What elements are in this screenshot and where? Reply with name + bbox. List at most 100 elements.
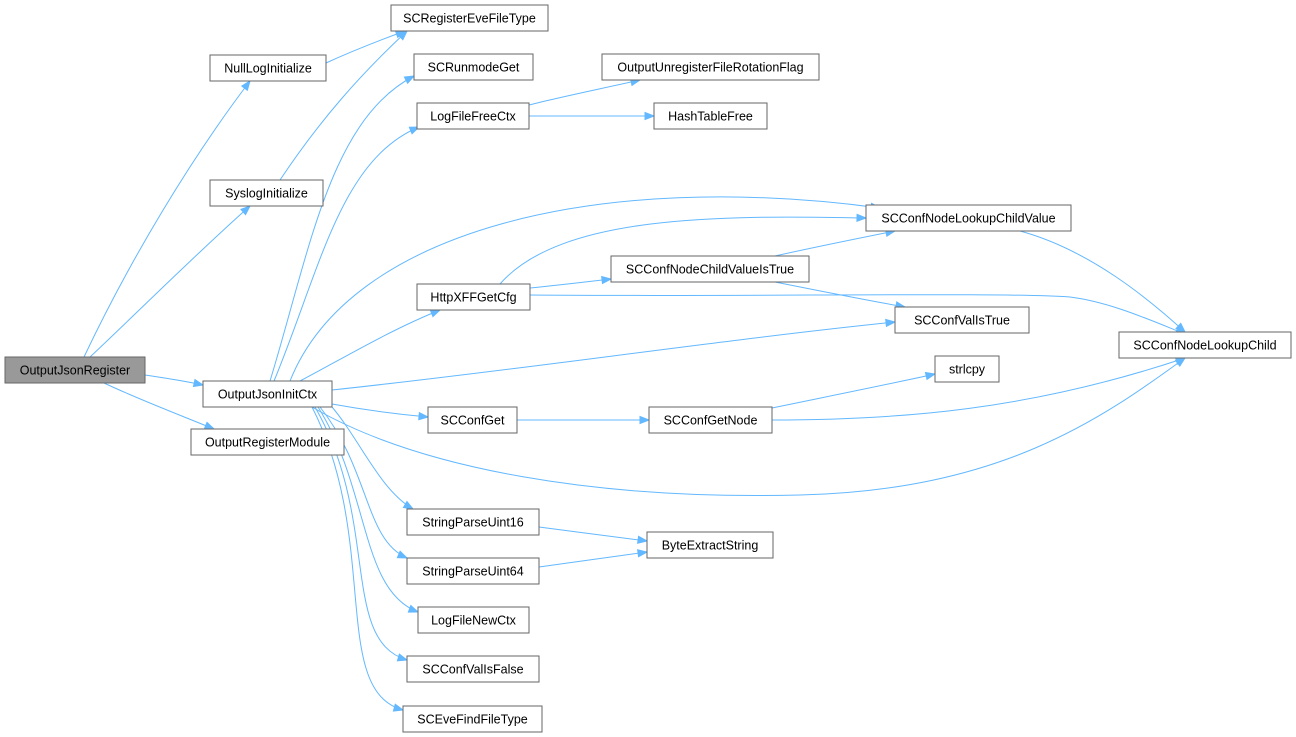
node-label: OutputJsonInitCtx — [218, 388, 318, 402]
edge-SCConfNodeChildValueIsTrue-to-SCConfNodeLookupChildValue — [774, 228, 897, 257]
node-OutputRegisterModule[interactable]: OutputRegisterModule — [190, 428, 345, 456]
node-LogFileNewCtx[interactable]: LogFileNewCtx — [417, 606, 530, 634]
node-label: OutputJsonRegister — [20, 364, 130, 378]
node-SCConfGet[interactable]: SCConfGet — [427, 406, 518, 434]
edge-line — [771, 373, 936, 409]
node-label: SCConfGetNode — [664, 414, 758, 428]
node-SCConfNodeLookupChild[interactable]: SCConfNodeLookupChild — [1118, 331, 1292, 359]
edge-line — [538, 526, 648, 542]
edge-arrowhead — [601, 275, 613, 285]
edge-line — [311, 357, 1186, 497]
node-box — [894, 306, 1030, 334]
node-strlcpy[interactable]: strlcpy — [934, 355, 1000, 383]
node-SCConfValIsTrue[interactable]: SCConfValIsTrue — [894, 306, 1030, 334]
node-OutputUnregisterFileRotationFlag[interactable]: OutputUnregisterFileRotationFlag — [601, 53, 820, 81]
node-SCRegisterEveFileType[interactable]: SCRegisterEveFileType — [390, 4, 549, 32]
edge-line — [331, 406, 414, 510]
edge-SCConfNodeLookupChildValue-to-SCConfNodeLookupChild — [1019, 230, 1187, 333]
edge-arrowhead — [644, 111, 656, 121]
edge-arrowhead — [396, 653, 409, 662]
edge-arrowhead — [637, 535, 649, 544]
node-label: SCConfNodeLookupChildValue — [881, 212, 1055, 226]
node-SyslogInitialize[interactable]: SyslogInitialize — [209, 179, 324, 207]
edge-line — [269, 75, 415, 382]
edge-line — [89, 205, 251, 358]
edge-HttpXFFGetCfg-to-SCConfNodeChildValueIsTrue — [529, 275, 613, 289]
edge-OutputJsonInitCtx-to-SCEveFindFileType — [311, 406, 405, 712]
node-box — [406, 655, 540, 683]
node-label: SCRegisterEveFileType — [403, 12, 536, 26]
nodes-layer: OutputJsonRegister NullLogInitializeSyslo… — [4, 4, 1292, 733]
node-HttpXFFGetCfg[interactable]: HttpXFFGetCfg — [416, 283, 531, 311]
node-SCConfNodeLookupChildValue[interactable]: SCConfNodeLookupChildValue — [865, 204, 1072, 232]
edge-OutputJsonRegister-to-OutputJsonInitCtx — [144, 374, 205, 388]
node-StringParseUint64[interactable]: StringParseUint64 — [406, 557, 540, 585]
node-SCConfValIsFalse[interactable]: SCConfValIsFalse — [406, 655, 540, 683]
edge-OutputJsonRegister-to-OutputRegisterModule — [103, 382, 216, 430]
edge-arrowhead — [637, 549, 649, 558]
edge-line — [311, 406, 404, 711]
edge-OutputJsonInitCtx-to-StringParseUint16 — [331, 406, 415, 510]
node-label: SCConfValIsFalse — [422, 663, 523, 677]
edge-NullLogInitialize-to-SCRegisterEveFileType — [325, 30, 407, 64]
node-box — [865, 204, 1072, 232]
edge-line — [499, 216, 867, 285]
node-label: SCConfValIsTrue — [914, 314, 1010, 328]
node-box — [413, 53, 534, 81]
edge-arrowhead — [402, 500, 415, 510]
node-NullLogInitialize[interactable]: NullLogInitialize — [209, 54, 327, 82]
edge-line — [289, 196, 881, 382]
edge-line — [771, 357, 1186, 421]
edge-HttpXFFGetCfg-to-SCConfNodeLookupChild — [529, 294, 1187, 335]
edge-OutputJsonInitCtx-to-SCConfGet — [331, 403, 430, 421]
node-box — [416, 102, 530, 130]
edge-arrowhead — [885, 318, 897, 328]
edge-SCConfGetNode-to-strlcpy — [771, 371, 937, 409]
edge-arrowhead — [240, 79, 251, 92]
edge-line — [331, 403, 429, 418]
node-SCRunmodeGet[interactable]: SCRunmodeGet — [413, 53, 534, 81]
edge-HttpXFFGetCfg-to-SCConfNodeLookupChildValue — [499, 213, 868, 285]
edge-OutputJsonInitCtx-to-SCRunmodeGet — [269, 75, 416, 382]
edge-line — [528, 79, 641, 106]
edge-arrowhead — [397, 30, 409, 41]
node-OutputJsonInitCtx[interactable]: OutputJsonInitCtx — [202, 380, 333, 408]
edge-arrowhead — [392, 703, 405, 712]
edge-line — [279, 30, 408, 181]
node-box — [1118, 331, 1292, 359]
edge-line — [103, 382, 215, 430]
node-OutputJsonRegister[interactable]: OutputJsonRegister — [4, 356, 146, 384]
node-StringParseUint16[interactable]: StringParseUint16 — [406, 508, 540, 536]
node-label: StringParseUint16 — [422, 516, 523, 530]
edge-line — [1019, 230, 1186, 333]
node-box — [427, 406, 518, 434]
edge-line — [299, 309, 441, 382]
node-SCConfGetNode[interactable]: SCConfGetNode — [648, 406, 773, 434]
edge-StringParseUint16-to-ByteExtractString — [538, 526, 649, 544]
node-box — [934, 355, 1000, 383]
edge-LogFileFreeCtx-to-HashTableFree — [528, 111, 656, 121]
node-label: SCConfGet — [441, 414, 505, 428]
node-label: SyslogInitialize — [225, 187, 308, 201]
node-LogFileFreeCtx[interactable]: LogFileFreeCtx — [416, 102, 530, 130]
edge-arrowhead — [396, 550, 409, 559]
node-label: StringParseUint64 — [422, 565, 523, 579]
edge-SCConfGet-to-SCConfGetNode — [516, 415, 651, 425]
edge-OutputJsonRegister-to-SyslogInitialize — [89, 205, 252, 358]
edge-StringParseUint64-to-ByteExtractString — [538, 549, 649, 568]
node-label: SCConfNodeLookupChild — [1133, 339, 1276, 353]
edge-arrowhead — [639, 415, 651, 425]
node-box — [610, 255, 810, 283]
edge-arrowhead — [1175, 322, 1187, 333]
edge-arrowhead — [403, 75, 416, 85]
edge-line — [331, 321, 896, 391]
node-SCConfNodeChildValueIsTrue[interactable]: SCConfNodeChildValueIsTrue — [610, 255, 810, 283]
node-label: LogFileFreeCtx — [430, 110, 516, 124]
node-HashTableFree[interactable]: HashTableFree — [653, 102, 768, 130]
node-ByteExtractString[interactable]: ByteExtractString — [646, 531, 774, 559]
edge-OutputJsonInitCtx-to-LogFileFreeCtx — [273, 126, 421, 382]
node-SCEveFindFileType[interactable]: SCEveFindFileType — [402, 705, 543, 733]
node-box — [416, 283, 531, 311]
edge-arrowhead — [418, 411, 430, 421]
